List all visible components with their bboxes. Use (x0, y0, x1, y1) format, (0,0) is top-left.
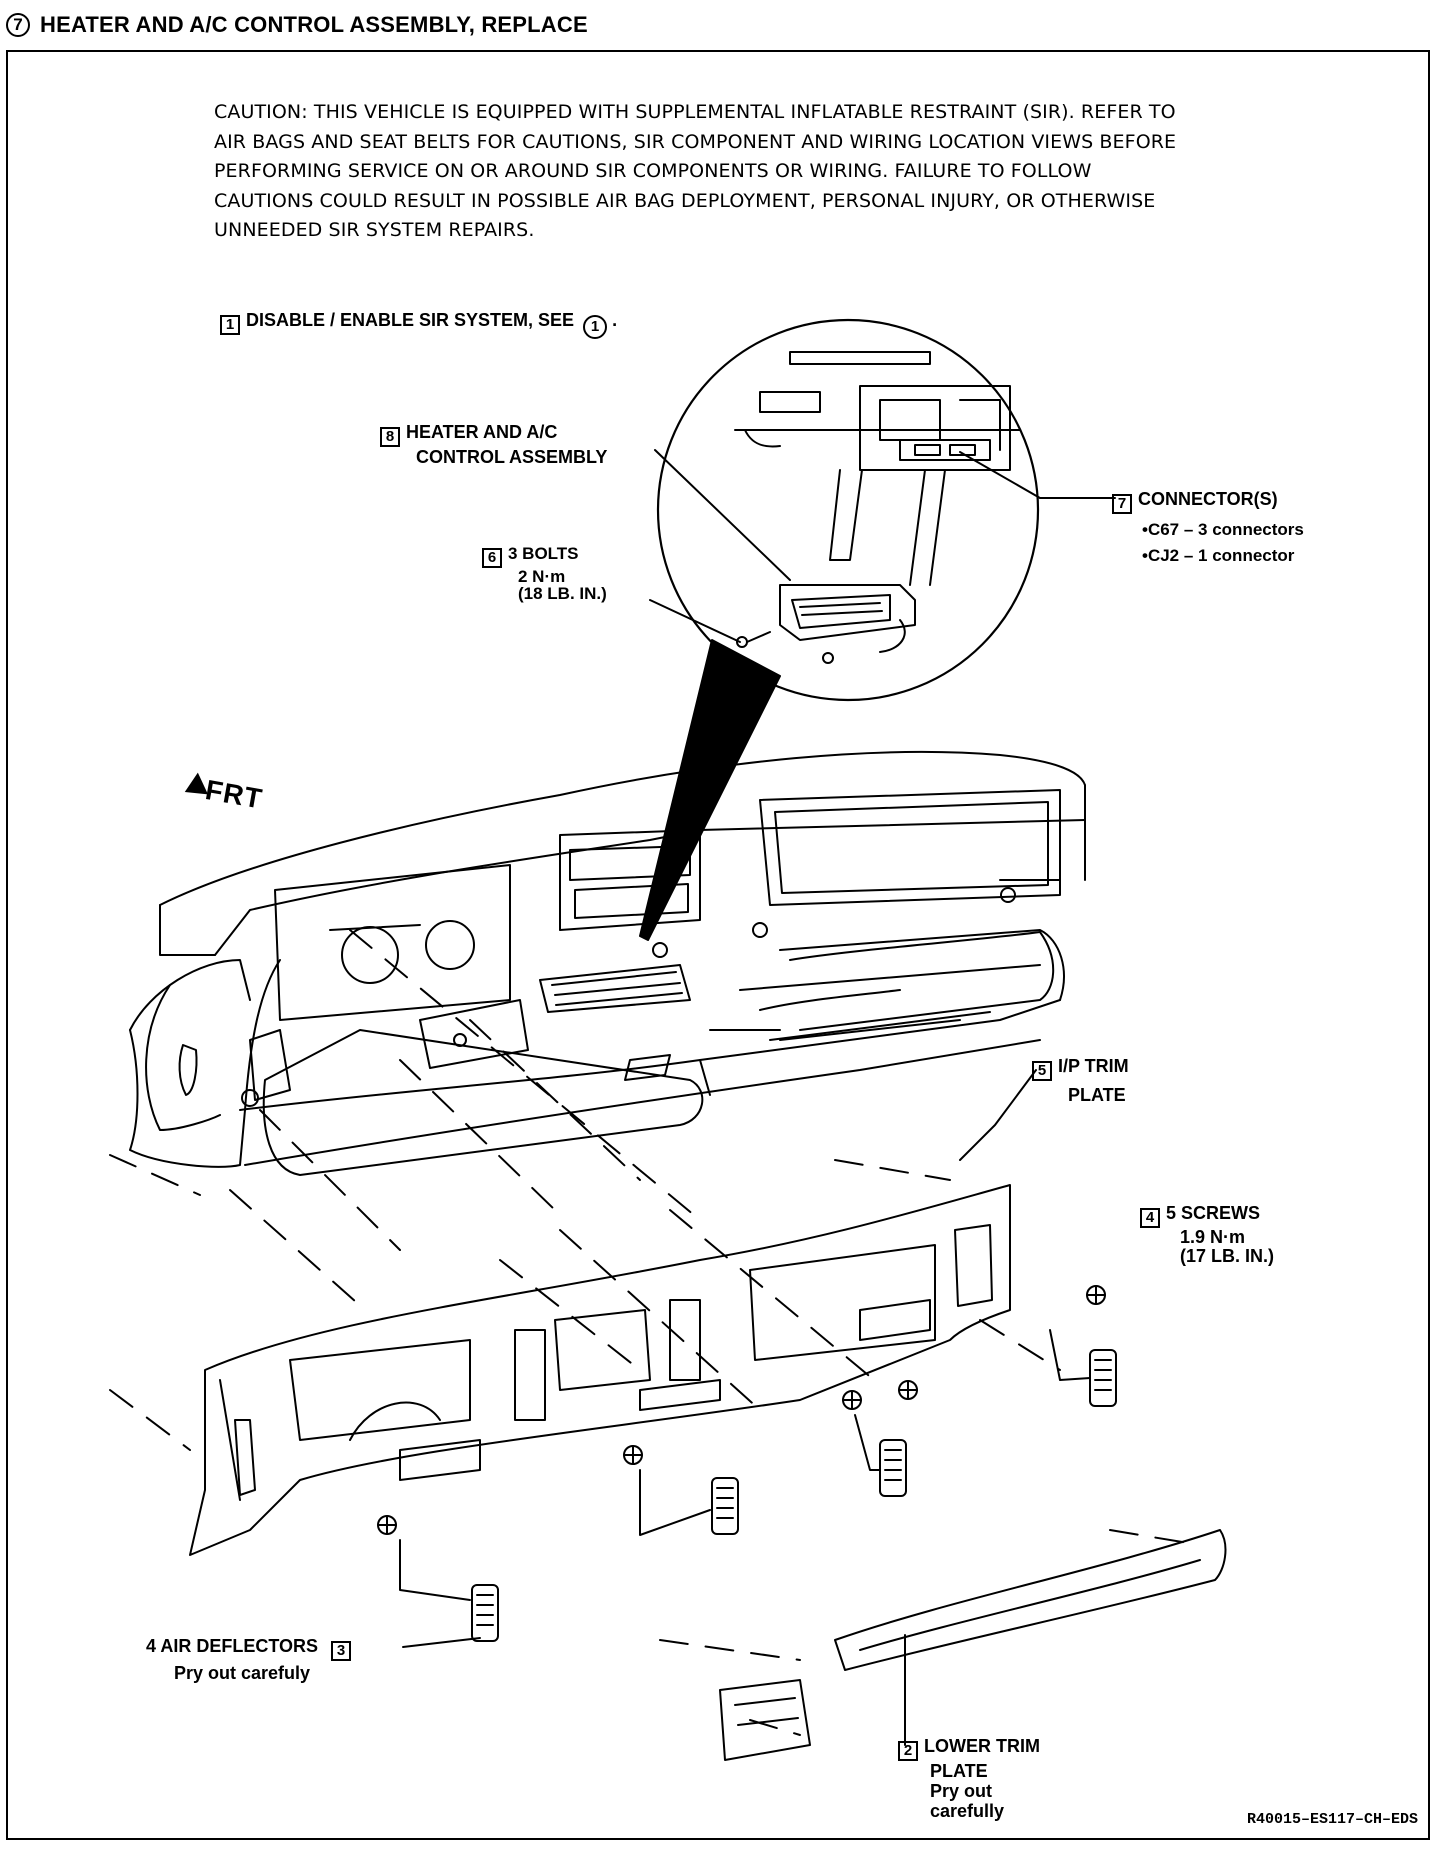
callout-bolts: 6 3 BOLTS 2 N·m (18 LB. IN.) (482, 545, 607, 602)
leader-ip-trim (959, 1069, 1037, 1161)
screw-icon (1086, 1285, 1106, 1305)
screw-icon (623, 1445, 643, 1465)
page-title: 7 HEATER AND A/C CONTROL ASSEMBLY, REPLA… (6, 8, 588, 42)
caution-line: PERFORMING SERVICE ON OR AROUND SIR COMP… (214, 160, 1092, 182)
callout-number-box: 7 (1112, 494, 1132, 514)
diagram-frame (6, 50, 1430, 1840)
callout-text: 2 N·m (518, 566, 566, 586)
callout-text: PLATE (1068, 1085, 1126, 1105)
air-deflector-icon (711, 1477, 739, 1535)
leader-air-deflectors (402, 1637, 481, 1648)
callout-number-box: 4 (1140, 1207, 1160, 1228)
callout-text: Pry out (930, 1781, 993, 1801)
callout-text: carefully (930, 1801, 1005, 1821)
callout-text: Pry out carefuly (174, 1663, 311, 1683)
screw-icon (377, 1515, 397, 1535)
air-deflector-icon (1089, 1349, 1117, 1407)
callout-number-box: 8 (380, 427, 400, 447)
callout-text: CONNECTOR(S) (1138, 489, 1278, 509)
callout-text: HEATER AND A/C (406, 422, 558, 442)
callout-text: CONTROL ASSEMBLY (416, 447, 608, 467)
callout-text: 5 SCREWS (1166, 1203, 1261, 1223)
callout-text: DISABLE / ENABLE SIR SYSTEM, SEE (246, 310, 575, 330)
screw-icon (842, 1390, 862, 1410)
gasket-outline (262, 1029, 704, 1176)
callout-text: I/P TRIM (1058, 1056, 1129, 1076)
callout-suffix: . (612, 310, 618, 330)
screws (377, 1285, 1106, 1535)
callout-number-box: 6 (482, 547, 502, 568)
caution-line: CAUTIONS COULD RESULT IN POSSIBLE AIR BA… (214, 189, 1156, 212)
magnifier-cone (639, 639, 781, 941)
callout-text: 3 BOLTS (508, 544, 579, 563)
air-deflector-icon (879, 1439, 907, 1497)
callout-disable-sir: 1 DISABLE / ENABLE SIR SYSTEM, SEE 1 . (220, 310, 617, 339)
caution-line: UNNEEDED SIR SYSTEM REPAIRS. (214, 219, 535, 241)
ip-trim-plate (189, 1184, 1011, 1556)
leader-control-assembly (654, 449, 791, 581)
callout-number-box: 5 (1032, 1061, 1052, 1081)
callout-text: •CJ2 – 1 connector (1142, 546, 1295, 565)
page-title-text: HEATER AND A/C CONTROL ASSEMBLY, REPLACE (40, 12, 588, 37)
step-number-badge: 7 (6, 13, 30, 37)
leader-bolts (649, 599, 741, 643)
callout-text: 4 AIR DEFLECTORS (146, 1636, 319, 1656)
caution-line: AIR BAGS AND SEAT BELTS FOR CAUTIONS, SI… (214, 130, 1177, 153)
callout-text: 1.9 N·m (1180, 1226, 1246, 1247)
caution-text: CAUTION: THIS VEHICLE IS EQUIPPED WITH S… (214, 98, 1344, 246)
callout-text: LOWER TRIM (924, 1736, 1040, 1756)
callout-text: (18 LB. IN.) (518, 583, 607, 603)
callout-lower-trim-plate: 2 LOWER TRIM PLATE Pry out carefully (898, 1736, 1040, 1821)
lower-trim-plate (719, 1529, 1227, 1761)
instrument-panel (129, 750, 1086, 1168)
assembly-guide-lines (109, 929, 1201, 1736)
callout-connectors: 7 CONNECTOR(S) •C67 – 3 connectors •CJ2 –… (1112, 489, 1304, 566)
callout-number-box: 3 (331, 1641, 352, 1661)
callout-screws: 4 5 SCREWS 1.9 N·m (17 LB. IN.) (1140, 1204, 1274, 1266)
air-deflectors (399, 1329, 1117, 1642)
callout-text: •C67 – 3 connectors (1142, 520, 1304, 539)
figure-code: R40015–ES117–CH–EDS (1246, 1811, 1418, 1828)
callout-ip-trim-plate: 5 I/P TRIM PLATE (1032, 1056, 1129, 1105)
reference-circle: 1 (583, 315, 608, 339)
callout-text: PLATE (930, 1761, 988, 1781)
callout-number-box: 2 (898, 1741, 918, 1761)
screw-icon (898, 1380, 918, 1400)
callout-number-box: 1 (220, 315, 240, 335)
callout-control-assembly: 8 HEATER AND A/C CONTROL ASSEMBLY (380, 422, 607, 467)
air-deflector-icon (471, 1584, 499, 1642)
callout-text: (17 LB. IN.) (1180, 1245, 1275, 1266)
callout-air-deflectors: 4 AIR DEFLECTORS 3 Pry out carefuly (146, 1636, 357, 1683)
caution-line: CAUTION: THIS VEHICLE IS EQUIPPED WITH S… (214, 101, 1176, 123)
